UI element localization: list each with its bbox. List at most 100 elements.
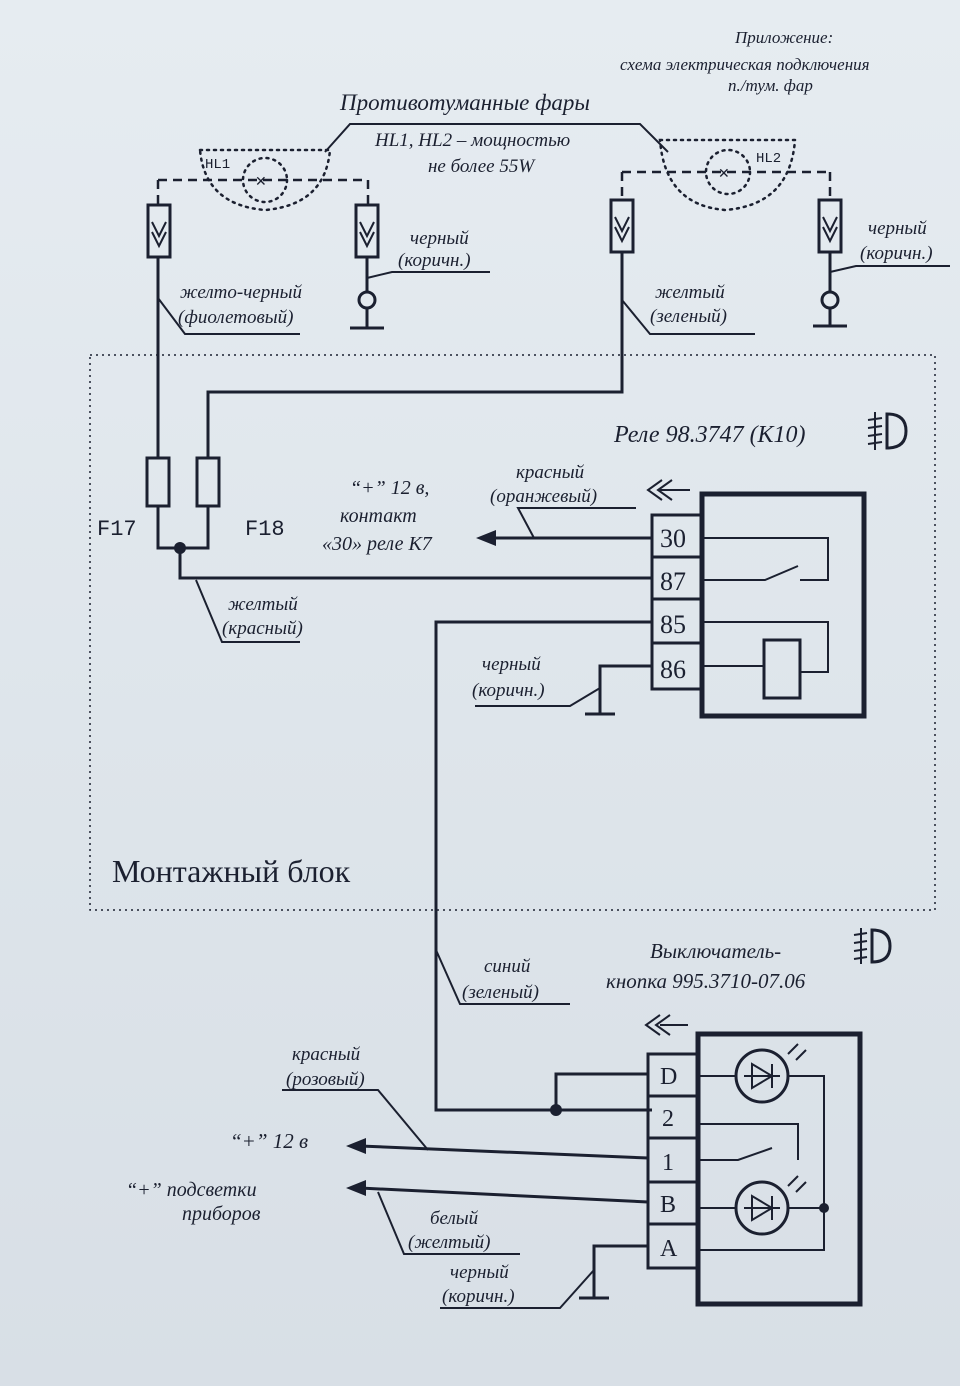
wire-hl1-left-alt: (фиолетовый): [178, 307, 293, 328]
fuse-bridge: [156, 506, 210, 550]
switch-body: [695, 1031, 863, 1307]
wire-hl1-left-leader: [157, 297, 300, 335]
wire-relay86-ground: [585, 664, 652, 716]
appendix-line3: п./тум. фар: [728, 76, 813, 95]
wire-switch-1: [359, 1144, 649, 1160]
hl2-ground-symbol: [813, 308, 847, 328]
switch-wirea-alt: (коричн.): [442, 1286, 515, 1307]
mounting-block-frame: [89, 354, 936, 911]
lamp-hl2: ✕ HL2: [658, 138, 797, 212]
switch-wireb-leader: [377, 1191, 520, 1255]
relay-wire30-alt: (оранжевый): [490, 486, 597, 507]
switch-pin-2: 2: [662, 1106, 674, 1132]
fuse-f18-label: F18: [245, 517, 285, 542]
relay-wire86-leader: [475, 687, 601, 707]
appendix-line1: Приложение:: [734, 28, 833, 47]
wire-hl1-right-alt: (коричн.): [398, 250, 471, 271]
lamp-hl2-label: HL2: [756, 151, 781, 167]
wire-hl2-left-alt: (зеленый): [650, 306, 727, 327]
wire-hl1-right-color: черный: [410, 228, 469, 249]
wire-fuses-to-87: [178, 548, 652, 580]
fuse-wire-alt: (красный): [222, 618, 303, 639]
mounting-block-label: Монтажный блок: [112, 853, 351, 889]
relay-wire86-alt: (коричн.): [472, 680, 545, 701]
wire-hl2-right-leader: [829, 265, 950, 273]
relay-plus-line2: контакт: [340, 505, 417, 527]
led-indicator-icon: [734, 1043, 807, 1104]
wire-switch-a-ground: [579, 1244, 648, 1300]
appendix-line2: схема электрическая подключения: [620, 55, 870, 74]
switch-wirea-leader: [440, 1269, 595, 1309]
wire-hl2-to-f18: [206, 252, 624, 458]
switch-title-line2: кнопка 995.3710-07.06: [606, 969, 806, 993]
connector-hl2-left: [609, 198, 635, 254]
switch-pin-b: B: [660, 1192, 676, 1218]
wire-hl2-left-leader: [621, 299, 755, 335]
relay-wire86-color: черный: [482, 654, 541, 675]
relay-plus-line3: «30» реле К7: [322, 533, 433, 555]
switch-wire2-color: синий: [484, 956, 531, 977]
wire-hl1-left-color: желто-черный: [180, 282, 303, 303]
switch-wirea-color: черный: [450, 1262, 509, 1283]
relay-body: [699, 491, 867, 719]
fog-lamps-bracket: [324, 123, 669, 153]
wire-hl1-right-leader: [366, 271, 490, 279]
relay-connector-chevron: [646, 479, 690, 501]
relay-fog-icon: [867, 412, 908, 450]
switch-internal-junction: [819, 1203, 829, 1213]
switch-wire1-alt: (розовый): [286, 1069, 365, 1090]
led-backlight-wires: [698, 1207, 825, 1251]
relay-title: Реле 98.3747 (К10): [613, 422, 805, 448]
relay-coil-wire-85: [702, 621, 829, 673]
hl1-ground-symbol: [350, 308, 384, 330]
arrow-switch-b: [346, 1180, 366, 1196]
switch-fog-icon: [853, 928, 892, 964]
led-indicator-wires: [698, 1075, 825, 1208]
led-backlight-icon: [734, 1175, 807, 1236]
switch-title-line1: Выключатель-: [650, 939, 781, 963]
switch-contact-1: [698, 1147, 773, 1161]
relay-wire30-leader: [516, 507, 636, 539]
wire-switch-b: [359, 1186, 649, 1204]
fuse-wire-leader: [195, 579, 300, 643]
relay-contact-30: [702, 537, 829, 581]
relay-pin-86: 86: [660, 655, 686, 684]
relay-pin-87: 87: [660, 567, 686, 596]
wire-hl2-right-color: черный: [868, 218, 927, 239]
fog-lamps-power-line2: не более 55W: [428, 156, 536, 177]
relay-coil: [762, 638, 802, 700]
switch-pin-a: A: [660, 1236, 678, 1262]
switch-wireb-alt: (желтый): [408, 1232, 490, 1253]
lamp-hl1-cross: ✕: [255, 175, 267, 190]
arrow-switch-1: [346, 1138, 366, 1154]
switch-backlight-line2: приборов: [182, 1203, 261, 1225]
switch-plus12: “+” 12 в: [230, 1129, 308, 1153]
wire-hl2-right-alt: (коричн.): [860, 243, 933, 264]
fuse-f18: [195, 456, 221, 508]
fuse-wire-color: желтый: [228, 594, 298, 615]
fog-lamps-power-line1: HL1, HL2 – мощностью: [374, 130, 570, 151]
wire-hl2-left-color: желтый: [655, 282, 725, 303]
connector-hl2-right: [817, 198, 843, 254]
wire-switch-d: [554, 1072, 648, 1110]
switch-backlight-line1: “+” подсветки: [126, 1179, 257, 1201]
relay-pin-30: 30: [660, 524, 686, 553]
fuse-f17: [145, 456, 171, 508]
fuse-f17-label: F17: [97, 517, 137, 542]
connector-hl1-right: [354, 203, 380, 259]
wire-relay85-to-switch2: [434, 620, 652, 1112]
switch-pin-1: 1: [662, 1150, 674, 1176]
switch-pin-d: D: [660, 1064, 677, 1090]
arrow-relay-30: [476, 530, 496, 546]
relay-plus-line1: “+” 12 в,: [350, 477, 429, 499]
lamp-hl1-label: HL1: [205, 157, 230, 173]
switch-contact-2: [698, 1123, 799, 1160]
hl2-ground-terminal: [820, 290, 840, 310]
relay-pin-85: 85: [660, 610, 686, 639]
fog-lamps-title: Противотуманные фары: [339, 90, 590, 115]
switch-junction: [550, 1104, 562, 1116]
switch-wire2-leader: [435, 949, 570, 1005]
connector-hl1-left: [146, 203, 172, 259]
